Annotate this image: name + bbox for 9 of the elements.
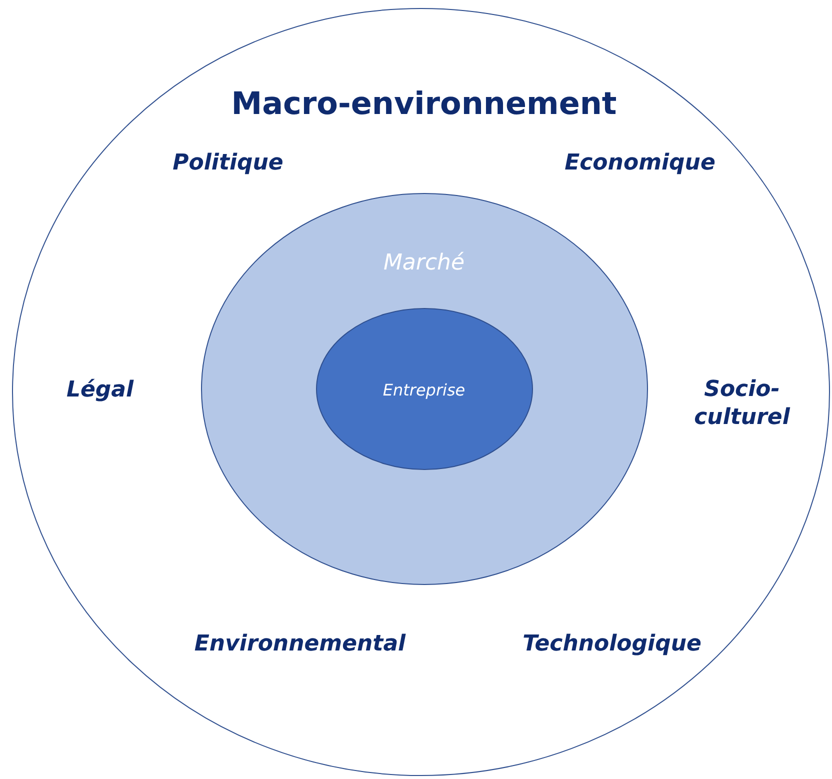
- heading: Macro-environnement: [231, 86, 617, 122]
- factor-label: Légal: [66, 378, 134, 402]
- ellipse-label: Entreprise: [382, 380, 466, 400]
- factor-label: Environnemental: [194, 632, 406, 656]
- factor-label: Economique: [564, 150, 716, 176]
- factor-label: Politique: [172, 150, 284, 176]
- ellipse-label: Marché: [383, 250, 465, 276]
- factor-label: Socio-culturel: [693, 376, 792, 432]
- factor-label: Technologique: [522, 632, 702, 656]
